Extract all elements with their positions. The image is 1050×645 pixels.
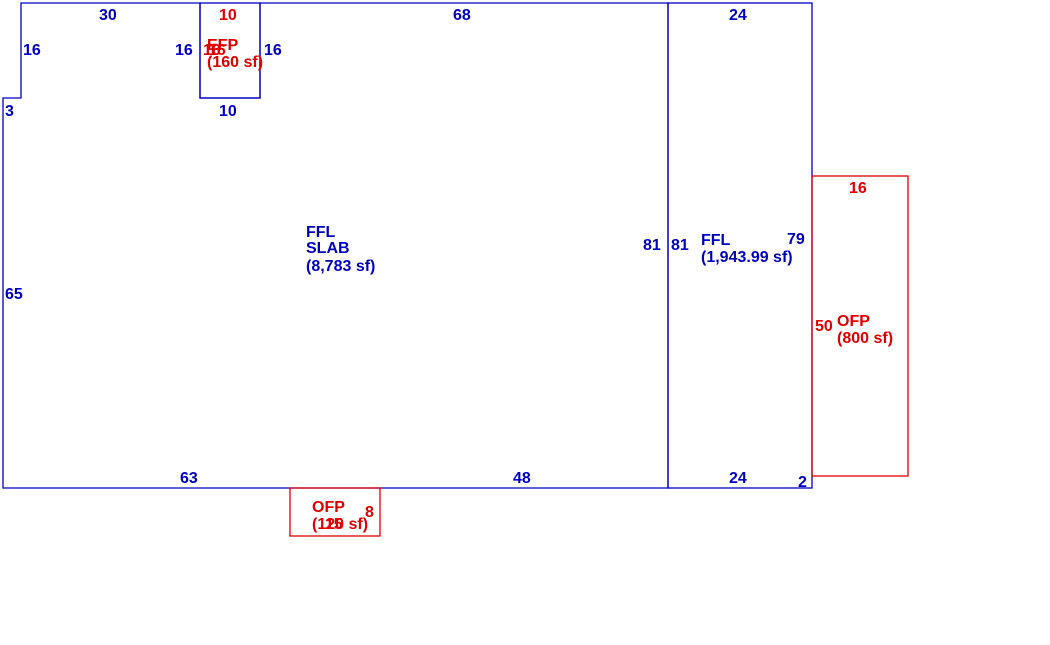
dim-ofp-right-top: 16	[849, 180, 867, 197]
dim-right-top: 24	[729, 7, 747, 24]
efp-name: EFP	[207, 37, 238, 54]
ofp-bottom-outline	[289, 487, 381, 537]
right-area-sf: (1,943.99 sf)	[701, 249, 793, 266]
dim-main-right-side: 81	[643, 237, 661, 254]
dim-top-left: 30	[99, 7, 117, 24]
dim-ofp-bottom-right: 8	[365, 504, 374, 521]
dim-ofp-right-left: 50	[815, 318, 833, 335]
dim-bottom-left: 63	[180, 470, 198, 487]
efp-sf: (160 sf)	[207, 54, 263, 71]
dim-efp-top: 10	[219, 7, 237, 24]
dim-left-side: 65	[5, 286, 23, 303]
dim-top-center: 68	[453, 7, 471, 24]
dim-right-side: 79	[787, 231, 805, 248]
efp-outline	[199, 2, 261, 99]
main-area-sf: (8,783 sf)	[306, 258, 375, 275]
dim-notch-right: 16	[264, 42, 282, 59]
dim-efp-left: 16	[203, 42, 221, 59]
dim-notch-left: 16	[175, 42, 193, 59]
dim-right-corner: 2	[798, 474, 807, 491]
ofp-right-outline	[811, 175, 909, 477]
ofp-bottom-sf: (120 sf)	[312, 516, 368, 533]
dim-left-step: 16	[23, 42, 41, 59]
dim-bottom-right: 48	[513, 470, 531, 487]
main-area-name-line2: SLAB	[306, 240, 350, 257]
dim-step: 3	[5, 103, 14, 120]
right-area-name: FFL	[701, 232, 731, 249]
dim-ofp-bottom-bottom: 15	[325, 516, 343, 533]
dim-right-bottom: 24	[729, 470, 747, 487]
dim-notch-bottom: 10	[219, 103, 237, 120]
dim-efp-right: 16	[208, 42, 226, 59]
ofp-right-sf: (800 sf)	[837, 330, 893, 347]
main-area-name-line1: FFL	[306, 224, 336, 241]
ofp-right-name: OFP	[837, 313, 870, 330]
dim-right-left: 81	[671, 237, 689, 254]
ofp-bottom-name: OFP	[312, 499, 345, 516]
